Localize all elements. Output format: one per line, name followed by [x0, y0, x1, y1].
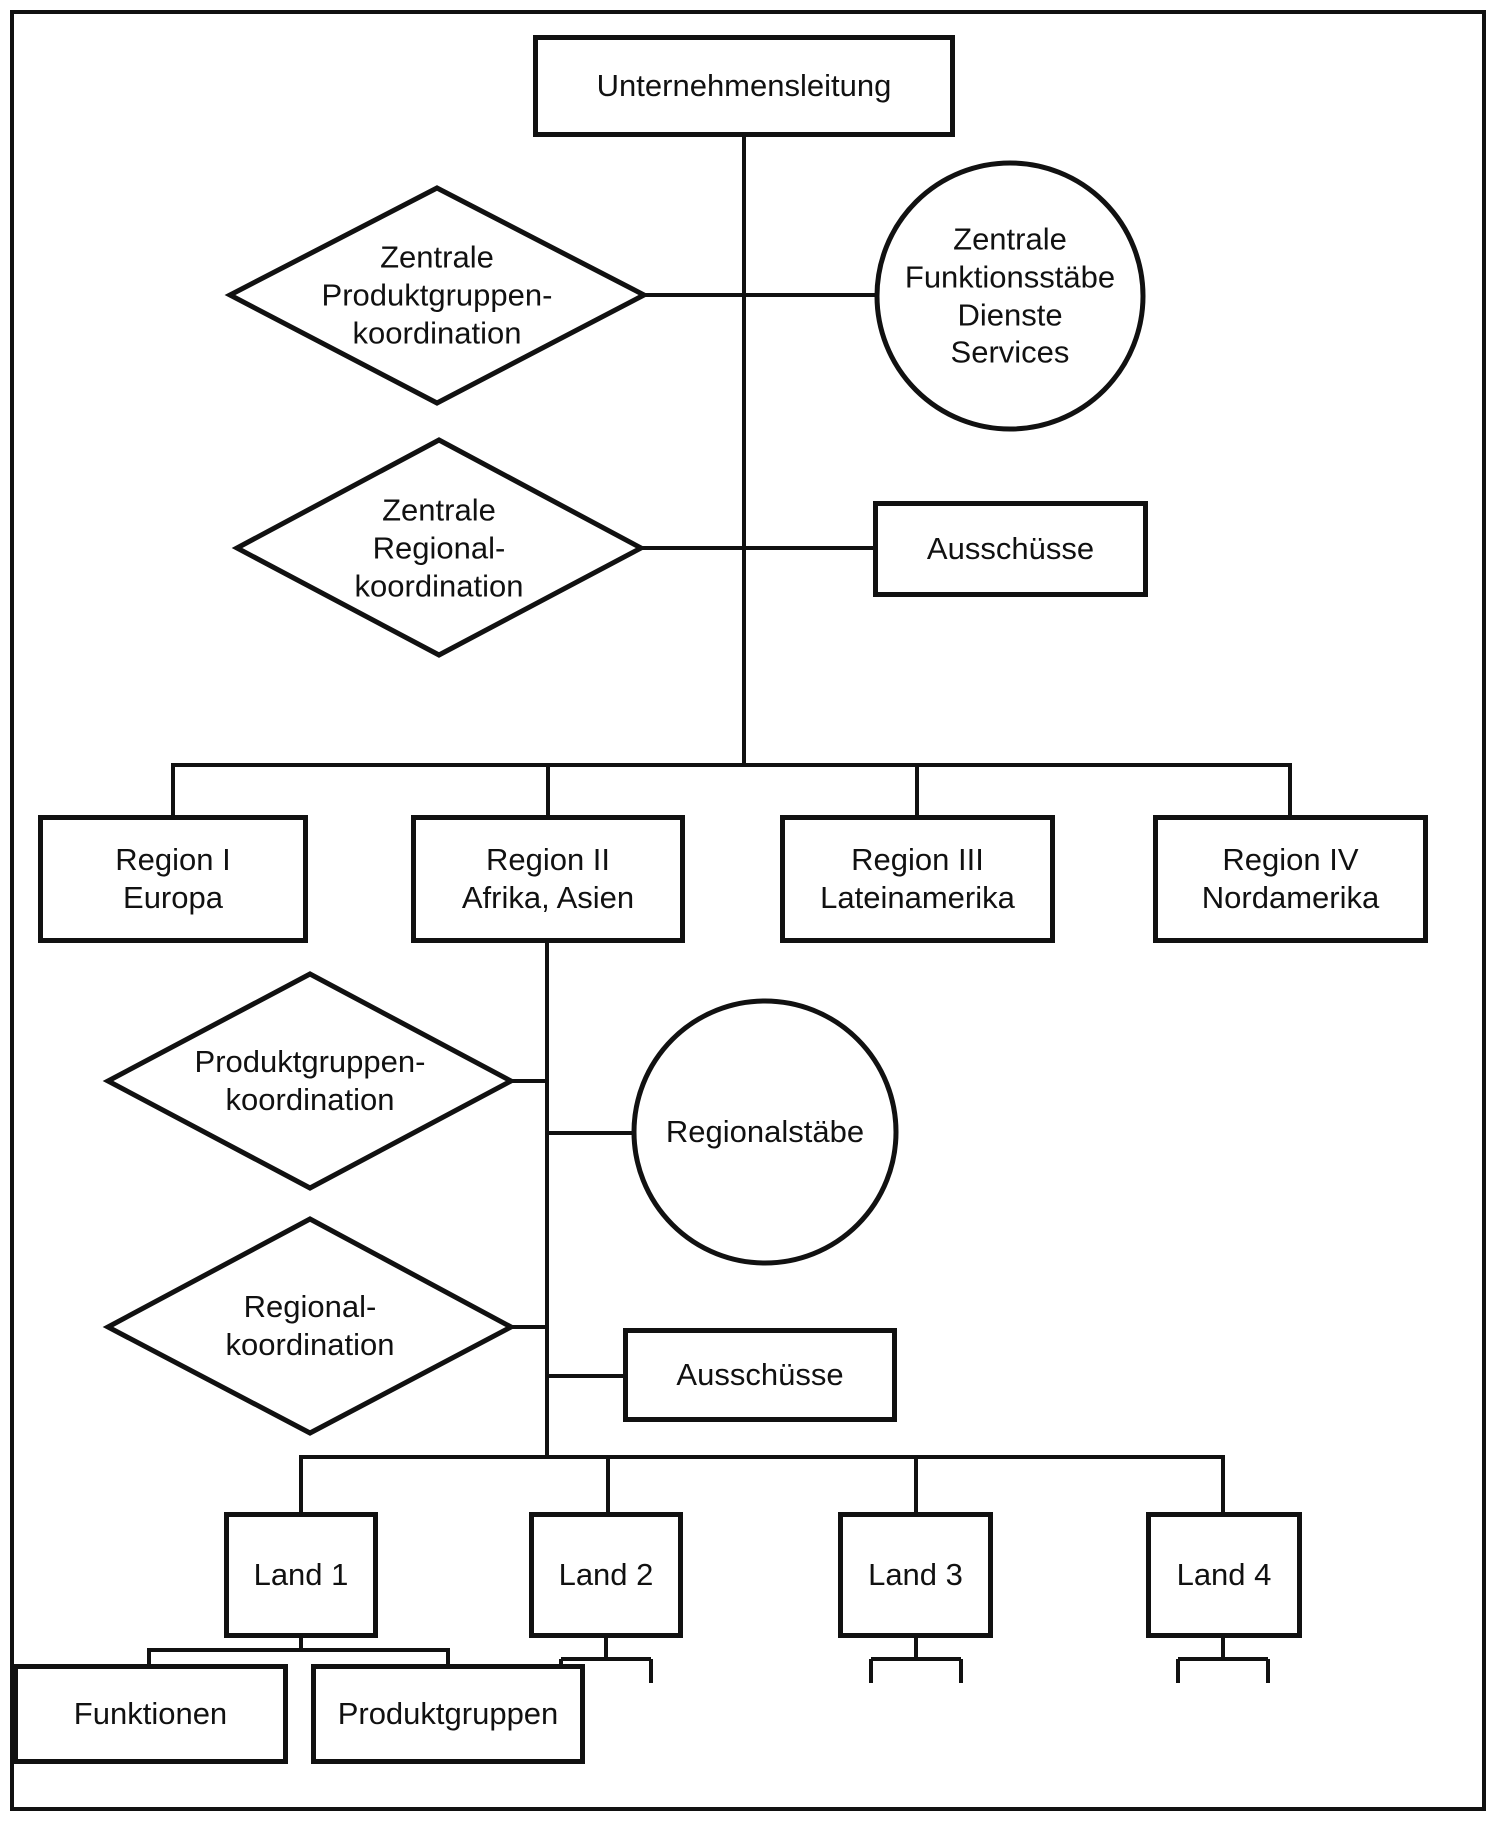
diamond-produktgruppenkoordination — [102, 971, 517, 1191]
node-land-2: Land 2 — [529, 1512, 683, 1638]
node-land-3: Land 3 — [838, 1512, 993, 1638]
circle-zentrale-funktionsstaebe — [874, 160, 1146, 432]
node-unternehmensleitung: Unternehmensleitung — [533, 35, 955, 137]
node-funktionen: Funktionen — [13, 1664, 288, 1764]
node-produktgruppen: Produktgruppen — [311, 1664, 585, 1764]
label-zentrale-regionalkoordination: Zentrale Regional- koordination — [354, 492, 524, 603]
label-zentrale-funktionsstaebe: Zentrale Funktionsstäbe Dienste Services — [904, 221, 1116, 370]
node-ausschuesse-top: Ausschüsse — [873, 501, 1148, 597]
continuation-bracket-land4 — [1176, 1638, 1270, 1683]
node-region-3: Region III Lateinamerika — [780, 815, 1055, 943]
diamond-regionalkoordination — [102, 1216, 517, 1436]
label-produktgruppenkoordination: Produktgruppen- koordination — [194, 1044, 426, 1117]
node-region-1: Region I Europa — [38, 815, 308, 943]
label-zentrale-produktgruppenkoordination: Zentrale Produktgruppen- koordination — [321, 239, 553, 350]
continuation-bracket-land2 — [559, 1638, 653, 1683]
diamond-zentrale-regionalkoordination — [231, 437, 647, 658]
outer-border — [10, 10, 1486, 1811]
node-land-1: Land 1 — [224, 1512, 378, 1638]
continuation-bracket-land3 — [869, 1638, 963, 1683]
node-region-4: Region IV Nordamerika — [1153, 815, 1428, 943]
label-regionalkoordination: Regional- koordination — [225, 1289, 395, 1362]
node-ausschuesse-region2: Ausschüsse — [623, 1328, 897, 1422]
node-region-2: Region II Afrika, Asien — [411, 815, 685, 943]
node-land-4: Land 4 — [1146, 1512, 1302, 1638]
label-regionalstaebe: Regionalstäbe — [665, 1114, 865, 1150]
diamond-zentrale-produktgruppenkoordination — [224, 185, 650, 406]
circle-regionalstaebe — [631, 998, 899, 1266]
